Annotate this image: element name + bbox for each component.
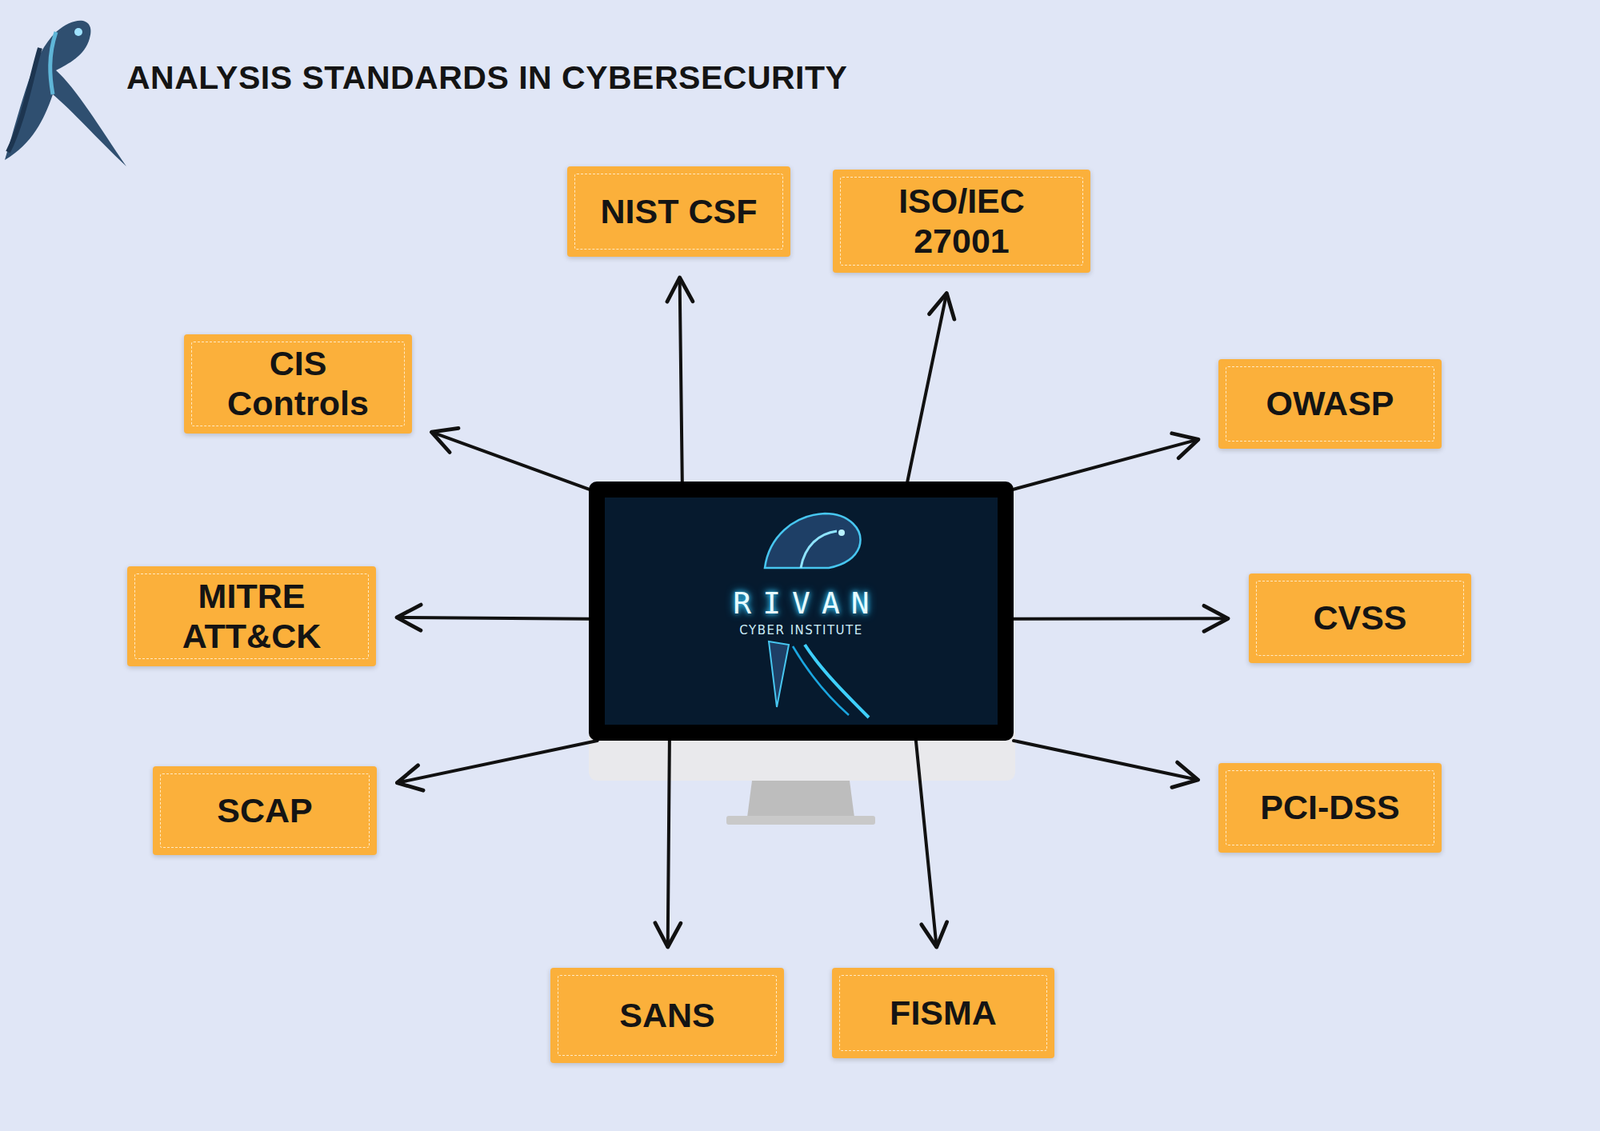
- monitor-stand: [588, 732, 1016, 825]
- standard-box: NIST CSF: [567, 166, 791, 257]
- brand-name: RIVAN: [721, 587, 880, 621]
- standard-box: OWASP: [1218, 359, 1442, 449]
- arrow-connector: [680, 277, 683, 482]
- standard-name: SANS: [619, 996, 715, 1036]
- corner-logo: [4, 20, 127, 167]
- standard-box: FISMA: [832, 968, 1055, 1059]
- arrow-connector: [431, 432, 589, 490]
- arrow-connector: [1013, 740, 1199, 780]
- standard-box: PCI-DSS: [1218, 763, 1442, 853]
- standard-name: MITRE ATT&CK: [141, 576, 362, 657]
- arrow-connector: [396, 617, 589, 620]
- standard-box: SCAP: [152, 766, 377, 856]
- brand-tagline: CYBER INSTITUTE: [739, 624, 863, 638]
- arrow-connector: [396, 740, 597, 784]
- arrow-connector: [1013, 439, 1199, 489]
- standard-name: SCAP: [216, 791, 312, 832]
- standard-name: CVSS: [1312, 598, 1407, 639]
- standard-name: ISO/IEC 27001: [847, 181, 1076, 262]
- standard-box: MITRE ATT&CK: [127, 566, 376, 667]
- standard-name: PCI-DSS: [1260, 788, 1400, 828]
- standard-box: CIS Controls: [184, 334, 412, 434]
- monitor-screen: RIVAN CYBER INSTITUTE: [588, 481, 1014, 741]
- standard-box: SANS: [550, 968, 784, 1064]
- arrow-connector: [668, 740, 670, 948]
- standard-name: CIS Controls: [198, 344, 398, 424]
- diagram-title: ANALYSIS STANDARDS IN CYBERSECURITY: [126, 59, 848, 97]
- standard-name: FISMA: [889, 993, 997, 1034]
- standard-name: OWASP: [1265, 384, 1394, 424]
- standard-box: CVSS: [1248, 573, 1472, 664]
- standard-box: ISO/IEC 27001: [832, 169, 1091, 273]
- arrow-connector: [916, 740, 937, 948]
- standard-name: NIST CSF: [600, 192, 758, 232]
- arrow-connector: [907, 293, 947, 483]
- arrow-connector: [1013, 616, 1228, 620]
